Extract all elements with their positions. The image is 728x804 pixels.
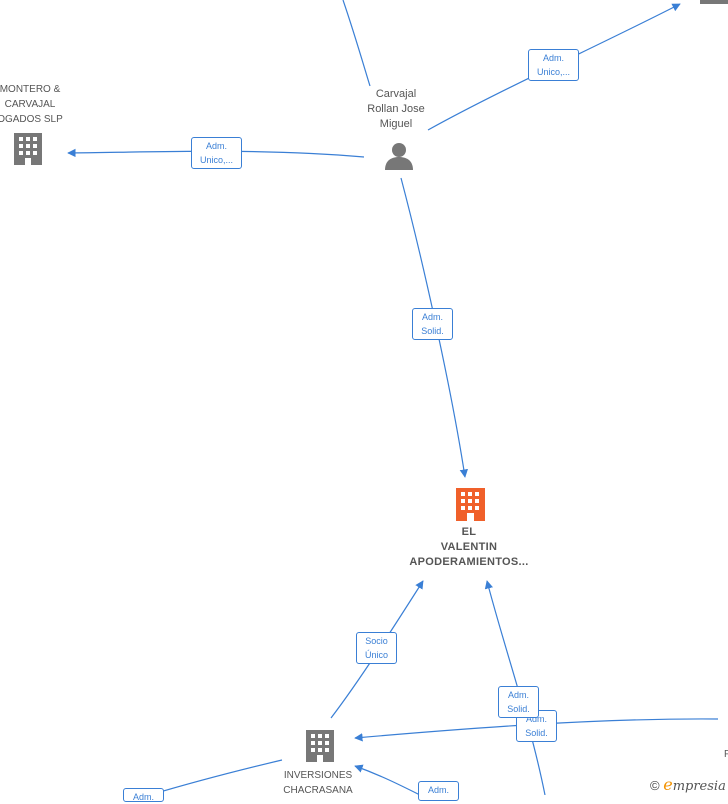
company-left-label[interactable]: MONTERO & CARVAJAL OGADOS SLP: [0, 82, 70, 127]
building-icon-left[interactable]: [14, 133, 42, 165]
company-main-line-3: APODERAMIENTOS...: [409, 556, 529, 568]
edge-top-left-stub: [342, 0, 371, 87]
edge-label-socio-line-2: Único: [364, 650, 388, 660]
brand-name: mpresia: [672, 779, 726, 794]
edge-label-center[interactable]: Adm. Solid.: [412, 308, 453, 340]
edge-label-left[interactable]: Adm. Unico,...: [191, 137, 242, 169]
company-main-line-1: EL: [461, 526, 477, 538]
company-main-line-2: VALENTIN: [440, 541, 498, 553]
edge-label-bottom-c[interactable]: Adm.: [123, 788, 164, 802]
edge-bottom-stub-to-company[interactable]: [354, 764, 421, 795]
person-name-line-1: Carvajal: [375, 88, 417, 100]
edge-label-bottom-b-line-1: Adm.: [525, 714, 547, 724]
building-icon-bottom[interactable]: [306, 730, 334, 762]
edge-label-bottom-a-line-2: Solid.: [507, 704, 530, 714]
edge-label-bottom-d[interactable]: Adm.: [418, 781, 459, 801]
edge-label-bottom-a-line-1: Adm.: [507, 690, 529, 700]
person-name-label[interactable]: Carvajal Rollan Jose Miguel: [350, 87, 442, 132]
edge-bottom-stub-left: [149, 759, 283, 795]
edge-label-socio-line-1: Socio: [365, 636, 388, 646]
edge-label-left-line-1: Adm.: [205, 141, 227, 151]
edge-label-top-right[interactable]: Adm. Unico,...: [528, 49, 579, 81]
edge-label-center-line-2: Solid.: [421, 326, 444, 336]
person-name-line-2: Rollan Jose: [367, 103, 425, 115]
brand-initial: e: [663, 775, 673, 794]
edge-label-top-right-line-1: Adm.: [542, 53, 564, 63]
building-icon-top-right-partial[interactable]: [700, 0, 728, 4]
company-left-line-2: CARVAJAL: [4, 99, 56, 110]
building-icon-main[interactable]: [456, 488, 485, 521]
company-bottom-label[interactable]: INVERSIONES CHACRASANA: [270, 768, 366, 798]
right-edge-label[interactable]: F: [723, 749, 728, 760]
edge-label-bottom-b-line-2: Solid.: [525, 728, 548, 738]
company-main-label[interactable]: EL VALENTIN APODERAMIENTOS...: [399, 525, 539, 570]
edge-label-bottom-a[interactable]: Adm. Solid.: [498, 686, 539, 718]
edge-label-top-right-line-2: Unico,...: [536, 67, 570, 77]
company-bottom-line-1: INVERSIONES: [283, 770, 353, 781]
copyright-symbol: ©: [650, 778, 660, 793]
company-bottom-line-2: CHACRASANA: [283, 785, 353, 796]
edge-bottom-right-to-main[interactable]: [484, 580, 546, 795]
empresia-logo[interactable]: © empresia: [650, 775, 726, 794]
company-left-line-3: OGADOS SLP: [0, 114, 63, 125]
edge-label-bottom-c-line-1: Adm.: [132, 792, 154, 802]
company-left-line-1: MONTERO &: [0, 84, 61, 95]
person-name-line-3: Miguel: [379, 118, 413, 130]
edge-label-left-line-2: Unico,...: [199, 155, 233, 165]
edge-label-bottom-d-line-1: Adm.: [427, 785, 449, 795]
edge-label-center-line-1: Adm.: [421, 312, 443, 322]
edge-label-socio[interactable]: Socio Único: [356, 632, 397, 664]
person-icon[interactable]: [385, 143, 413, 170]
